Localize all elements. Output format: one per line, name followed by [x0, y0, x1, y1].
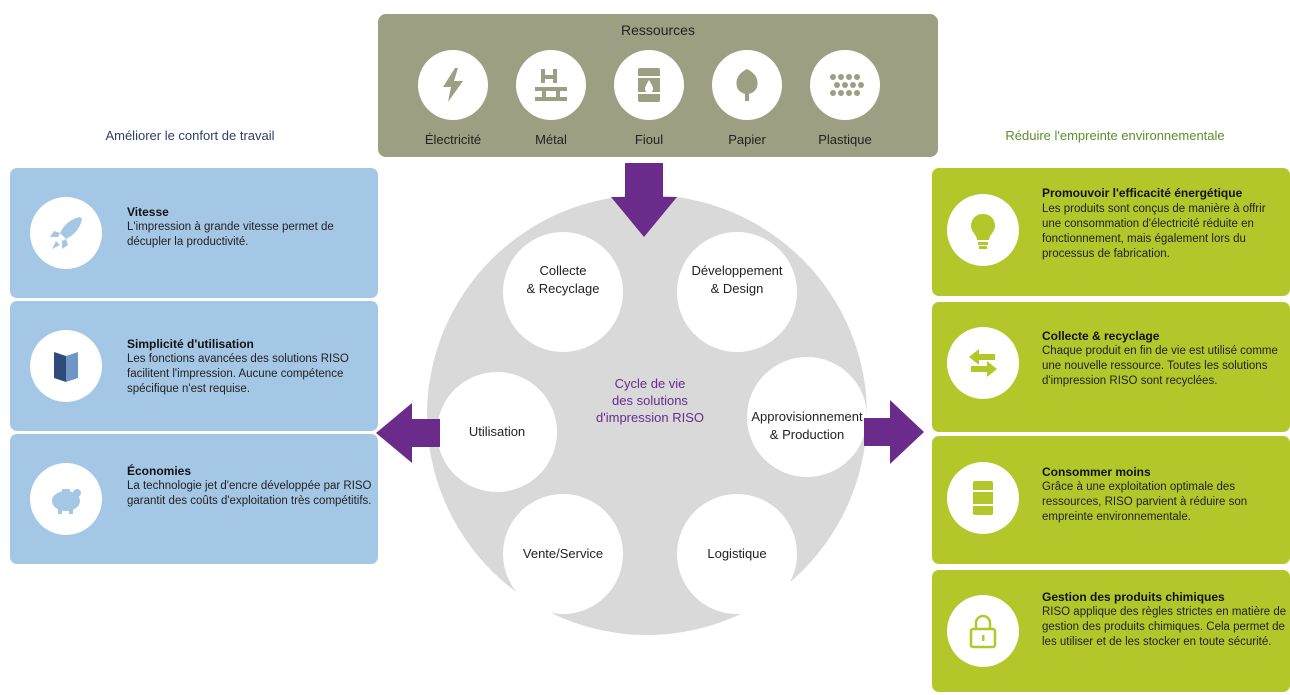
tree-icon	[712, 50, 782, 120]
card-savings: Économies La technologie jet d'encre dév…	[10, 434, 378, 564]
stage-development-design: Développement & Design	[677, 232, 797, 352]
card-text: RISO applique des règles strictes en mat…	[1042, 606, 1287, 648]
resource-metal: Métal	[506, 50, 596, 147]
metal-beam-icon	[516, 50, 586, 120]
card-title: Simplicité d'utilisation	[127, 337, 254, 351]
stage-use: Utilisation	[437, 372, 557, 492]
down-arrow	[611, 163, 677, 237]
resource-oil: Fioul	[604, 50, 694, 147]
stage-label: Développement & Design	[691, 263, 783, 296]
card-text: Grâce à une exploitation optimale des re…	[1042, 481, 1248, 523]
stage-collection-recycling: Collecte & Recyclage	[503, 232, 623, 352]
card-text: Les fonctions avancées des solutions RIS…	[127, 353, 349, 395]
card-title: Vitesse	[127, 205, 169, 219]
stage-label: Approvisionnement & Production	[751, 409, 863, 442]
plastic-pellets-icon	[810, 50, 880, 120]
piggy-bank-icon	[30, 463, 102, 535]
stage-procurement-production: Approvisionnement & Production	[747, 357, 867, 477]
card-text: Les produits sont conçus de manière à of…	[1042, 203, 1266, 260]
card-text: L'impression à grande vitesse permet de …	[127, 221, 334, 248]
resource-label: Électricité	[424, 132, 482, 147]
card-speed: Vitesse L'impression à grande vitesse pe…	[10, 168, 378, 298]
cycle-center-label: Cycle de vie des solutions d'impression …	[596, 376, 704, 425]
card-energy-efficiency: Promouvoir l'efficacité énergétique Les …	[932, 168, 1290, 296]
resource-electricity: Électricité	[408, 50, 498, 147]
card-title: Collecte & recyclage	[1042, 329, 1160, 343]
stage-label: Collecte & Recyclage	[526, 263, 600, 296]
card-recycling: Collecte & recyclage Chaque produit en f…	[932, 302, 1290, 432]
resource-label: Papier	[728, 132, 766, 147]
lightning-icon	[418, 50, 488, 120]
resource-paper: Papier	[702, 50, 792, 147]
card-title: Consommer moins	[1042, 465, 1151, 479]
stage-label: Vente/Service	[522, 546, 604, 561]
resource-label: Métal	[535, 132, 567, 147]
stage-label: Logistique	[707, 546, 767, 561]
left-heading: Améliorer le confort de travail	[105, 128, 275, 143]
resource-label: Fioul	[634, 132, 664, 147]
right-heading: Réduire l'empreinte environnementale	[1005, 128, 1225, 143]
stage-logistics: Logistique	[677, 494, 797, 614]
card-text: La technologie jet d'encre développée pa…	[127, 480, 372, 507]
resource-plastic: Plastique	[800, 50, 890, 147]
padlock-icon	[947, 595, 1019, 667]
recycle-arrows-icon	[947, 327, 1019, 399]
stage-label: Utilisation	[468, 424, 526, 439]
card-title: Promouvoir l'efficacité énergétique	[1042, 186, 1243, 200]
barrel-icon	[947, 462, 1019, 534]
lightbulb-icon	[947, 194, 1019, 266]
left-arrow	[376, 403, 440, 463]
resources-title: Ressources	[621, 22, 695, 38]
card-chemicals: Gestion des produits chimiques RISO appl…	[932, 570, 1290, 692]
card-consume-less: Consommer moins Grâce à une exploitation…	[932, 436, 1290, 564]
resource-label: Plastique	[818, 132, 872, 147]
oil-barrel-icon	[614, 50, 684, 120]
resources-panel: Ressources Électricité Métal Fioul Papie…	[378, 14, 938, 157]
right-arrow	[864, 400, 924, 464]
book-icon	[30, 330, 102, 402]
card-text: Chaque produit en fin de vie est utilisé…	[1042, 345, 1278, 387]
rocket-icon	[30, 197, 102, 269]
stage-sales-service: Vente/Service	[503, 494, 623, 614]
card-ease-of-use: Simplicité d'utilisation Les fonctions a…	[10, 301, 378, 431]
card-title: Économies	[127, 464, 192, 478]
card-title: Gestion des produits chimiques	[1042, 590, 1225, 604]
